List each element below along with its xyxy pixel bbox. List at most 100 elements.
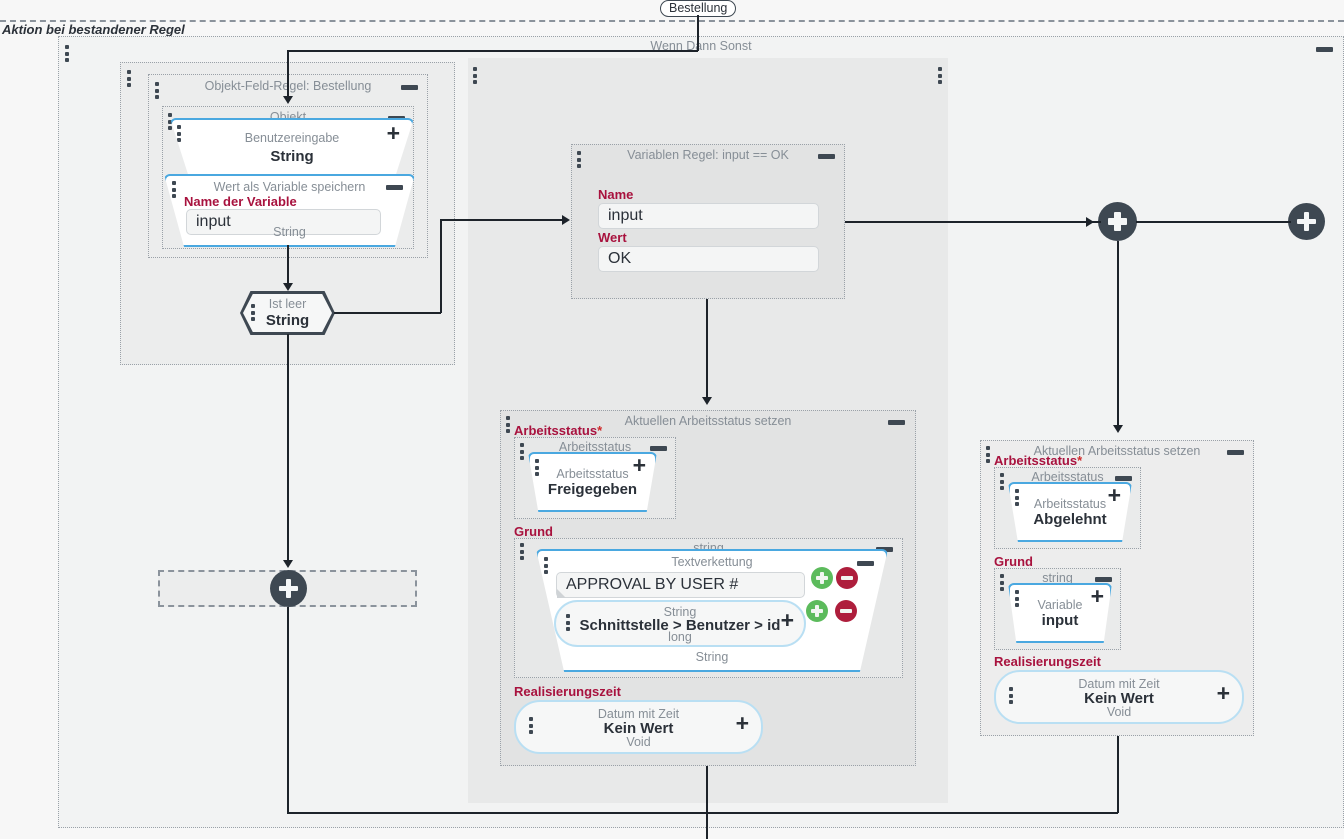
connector: [706, 766, 708, 839]
connector: [440, 219, 442, 313]
is-empty-subtitle: Ist leer: [268, 297, 307, 311]
then-realization-block[interactable]: Datum mit Zeit Kein Wert Void +: [514, 700, 763, 754]
drag-handle-icon[interactable]: [520, 443, 525, 460]
connector-arrow: [702, 397, 712, 405]
collapse-text-concat-button[interactable]: [857, 561, 874, 566]
add-icon[interactable]: +: [1090, 583, 1104, 609]
required-star-icon: *: [1077, 453, 1083, 468]
drag-handle-icon[interactable]: [168, 113, 173, 130]
variable-rule-title: Variablen Regel: input == OK: [627, 148, 789, 162]
else-status-label: Arbeitsstatus*: [994, 453, 1082, 468]
add-node-right[interactable]: [1288, 203, 1325, 240]
text-concat-title: Textverkettung: [671, 555, 753, 569]
else-reason-block[interactable]: + Variable input: [1008, 583, 1112, 643]
connector-arrow: [1113, 425, 1123, 433]
else-status-subtitle: Arbeitsstatus: [1033, 497, 1107, 511]
is-empty-node[interactable]: Ist leer String: [240, 291, 335, 335]
connector: [440, 219, 564, 221]
else-realization-block[interactable]: Datum mit Zeit Kein Wert Void +: [994, 670, 1244, 724]
drag-handle-icon[interactable]: [1009, 687, 1014, 704]
else-reason-subtitle: Variable: [1037, 598, 1083, 612]
drag-handle-icon[interactable]: [520, 543, 525, 560]
connector: [699, 812, 1118, 814]
drag-handle-icon[interactable]: [938, 67, 943, 84]
add-icon[interactable]: +: [632, 452, 646, 478]
then-realization-subtitle: Datum mit Zeit: [597, 707, 680, 721]
collapse-then-set-status-button[interactable]: [888, 420, 905, 425]
variable-rule-value-label: Wert: [598, 230, 627, 245]
rule-section-label: Aktion bei bestandener Regel: [2, 22, 185, 37]
drag-handle-icon[interactable]: [544, 557, 549, 574]
else-status-block[interactable]: + Arbeitsstatus Abgelehnt: [1008, 482, 1132, 542]
variable-name-input[interactable]: [186, 209, 381, 235]
drag-handle-icon[interactable]: [65, 45, 70, 62]
collapse-else-status-group-button[interactable]: [1115, 476, 1132, 481]
collapse-then-status-group-button[interactable]: [650, 446, 667, 451]
else-status-value: Abgelehnt: [1033, 511, 1107, 528]
add-concat-row-button-1[interactable]: [811, 567, 833, 589]
add-icon[interactable]: +: [1107, 482, 1121, 508]
concat-text-input[interactable]: [556, 572, 805, 598]
add-icon[interactable]: +: [735, 710, 749, 736]
collapse-else-set-status-button[interactable]: [1227, 450, 1244, 455]
connector: [334, 312, 441, 314]
connector: [1117, 736, 1119, 813]
connector-arrow: [283, 96, 293, 104]
remove-concat-row-button-2[interactable]: [835, 600, 857, 622]
add-node-center[interactable]: [1098, 202, 1137, 241]
if-then-else-label: Wenn Dann Sonst: [650, 39, 752, 53]
drag-handle-icon[interactable]: [566, 614, 571, 631]
drag-handle-icon[interactable]: [529, 717, 534, 734]
connector: [1136, 221, 1291, 223]
drag-handle-icon[interactable]: [473, 67, 478, 84]
drag-handle-icon[interactable]: [1000, 574, 1005, 591]
drag-handle-icon[interactable]: [177, 125, 182, 142]
collapse-variable-rule-button[interactable]: [818, 154, 835, 159]
drag-handle-icon[interactable]: [1015, 489, 1020, 506]
resize-handle-icon[interactable]: [557, 589, 566, 598]
rule-section-top-border: [0, 20, 1344, 22]
add-node-drop-zone[interactable]: [270, 570, 307, 607]
add-icon[interactable]: +: [780, 607, 794, 633]
then-status-block[interactable]: + Arbeitsstatus Freigegeben: [528, 452, 657, 512]
drag-handle-icon[interactable]: [127, 70, 132, 87]
connector: [287, 607, 289, 813]
else-realization-value: Kein Wert: [1084, 690, 1154, 707]
drag-handle-icon[interactable]: [986, 446, 991, 463]
collapse-store-variable-button[interactable]: [386, 185, 403, 190]
drag-handle-icon[interactable]: [577, 151, 582, 168]
drag-handle-icon[interactable]: [1015, 590, 1020, 607]
remove-concat-row-button-1[interactable]: [836, 567, 858, 589]
add-concat-row-button-2[interactable]: [806, 600, 828, 622]
drag-handle-icon[interactable]: [1000, 473, 1005, 490]
variable-rule-name-input[interactable]: [598, 203, 819, 229]
else-realization-subtitle: Datum mit Zeit: [1078, 677, 1160, 691]
user-input-value: String: [270, 148, 314, 165]
connector-arrow: [283, 560, 293, 568]
else-realization-label: Realisierungszeit: [994, 654, 1101, 669]
connector: [287, 812, 699, 814]
drag-handle-icon[interactable]: [535, 459, 540, 476]
drag-handle-icon[interactable]: [251, 304, 256, 321]
concat-operand-block[interactable]: String Schnittstelle > Benutzer > id lon…: [554, 600, 806, 647]
then-status-label-text: Arbeitsstatus: [514, 423, 598, 438]
connector: [287, 50, 698, 52]
variable-rule-value-input[interactable]: [598, 246, 819, 272]
collapse-else-reason-group-button[interactable]: [1095, 577, 1112, 582]
collapse-if-then-else-button[interactable]: [1316, 47, 1333, 52]
collapse-object-field-rule-button[interactable]: [401, 85, 418, 90]
store-as-variable-block[interactable]: Wert als Variable speichern Name der Var…: [164, 174, 415, 247]
text-concat-footer: String: [695, 650, 729, 664]
add-icon[interactable]: +: [386, 120, 400, 146]
connector-arrow: [283, 283, 293, 291]
then-realization-footer: Void: [626, 735, 651, 749]
add-icon[interactable]: +: [1216, 680, 1230, 706]
user-input-block[interactable]: + Benutzereingabe String: [170, 118, 414, 179]
drag-handle-icon[interactable]: [155, 82, 160, 99]
connector: [697, 15, 699, 51]
drag-handle-icon[interactable]: [172, 181, 177, 198]
then-status-subtitle: Arbeitsstatus: [556, 467, 629, 481]
drag-handle-icon[interactable]: [506, 416, 511, 433]
then-realization-label: Realisierungszeit: [514, 684, 621, 699]
